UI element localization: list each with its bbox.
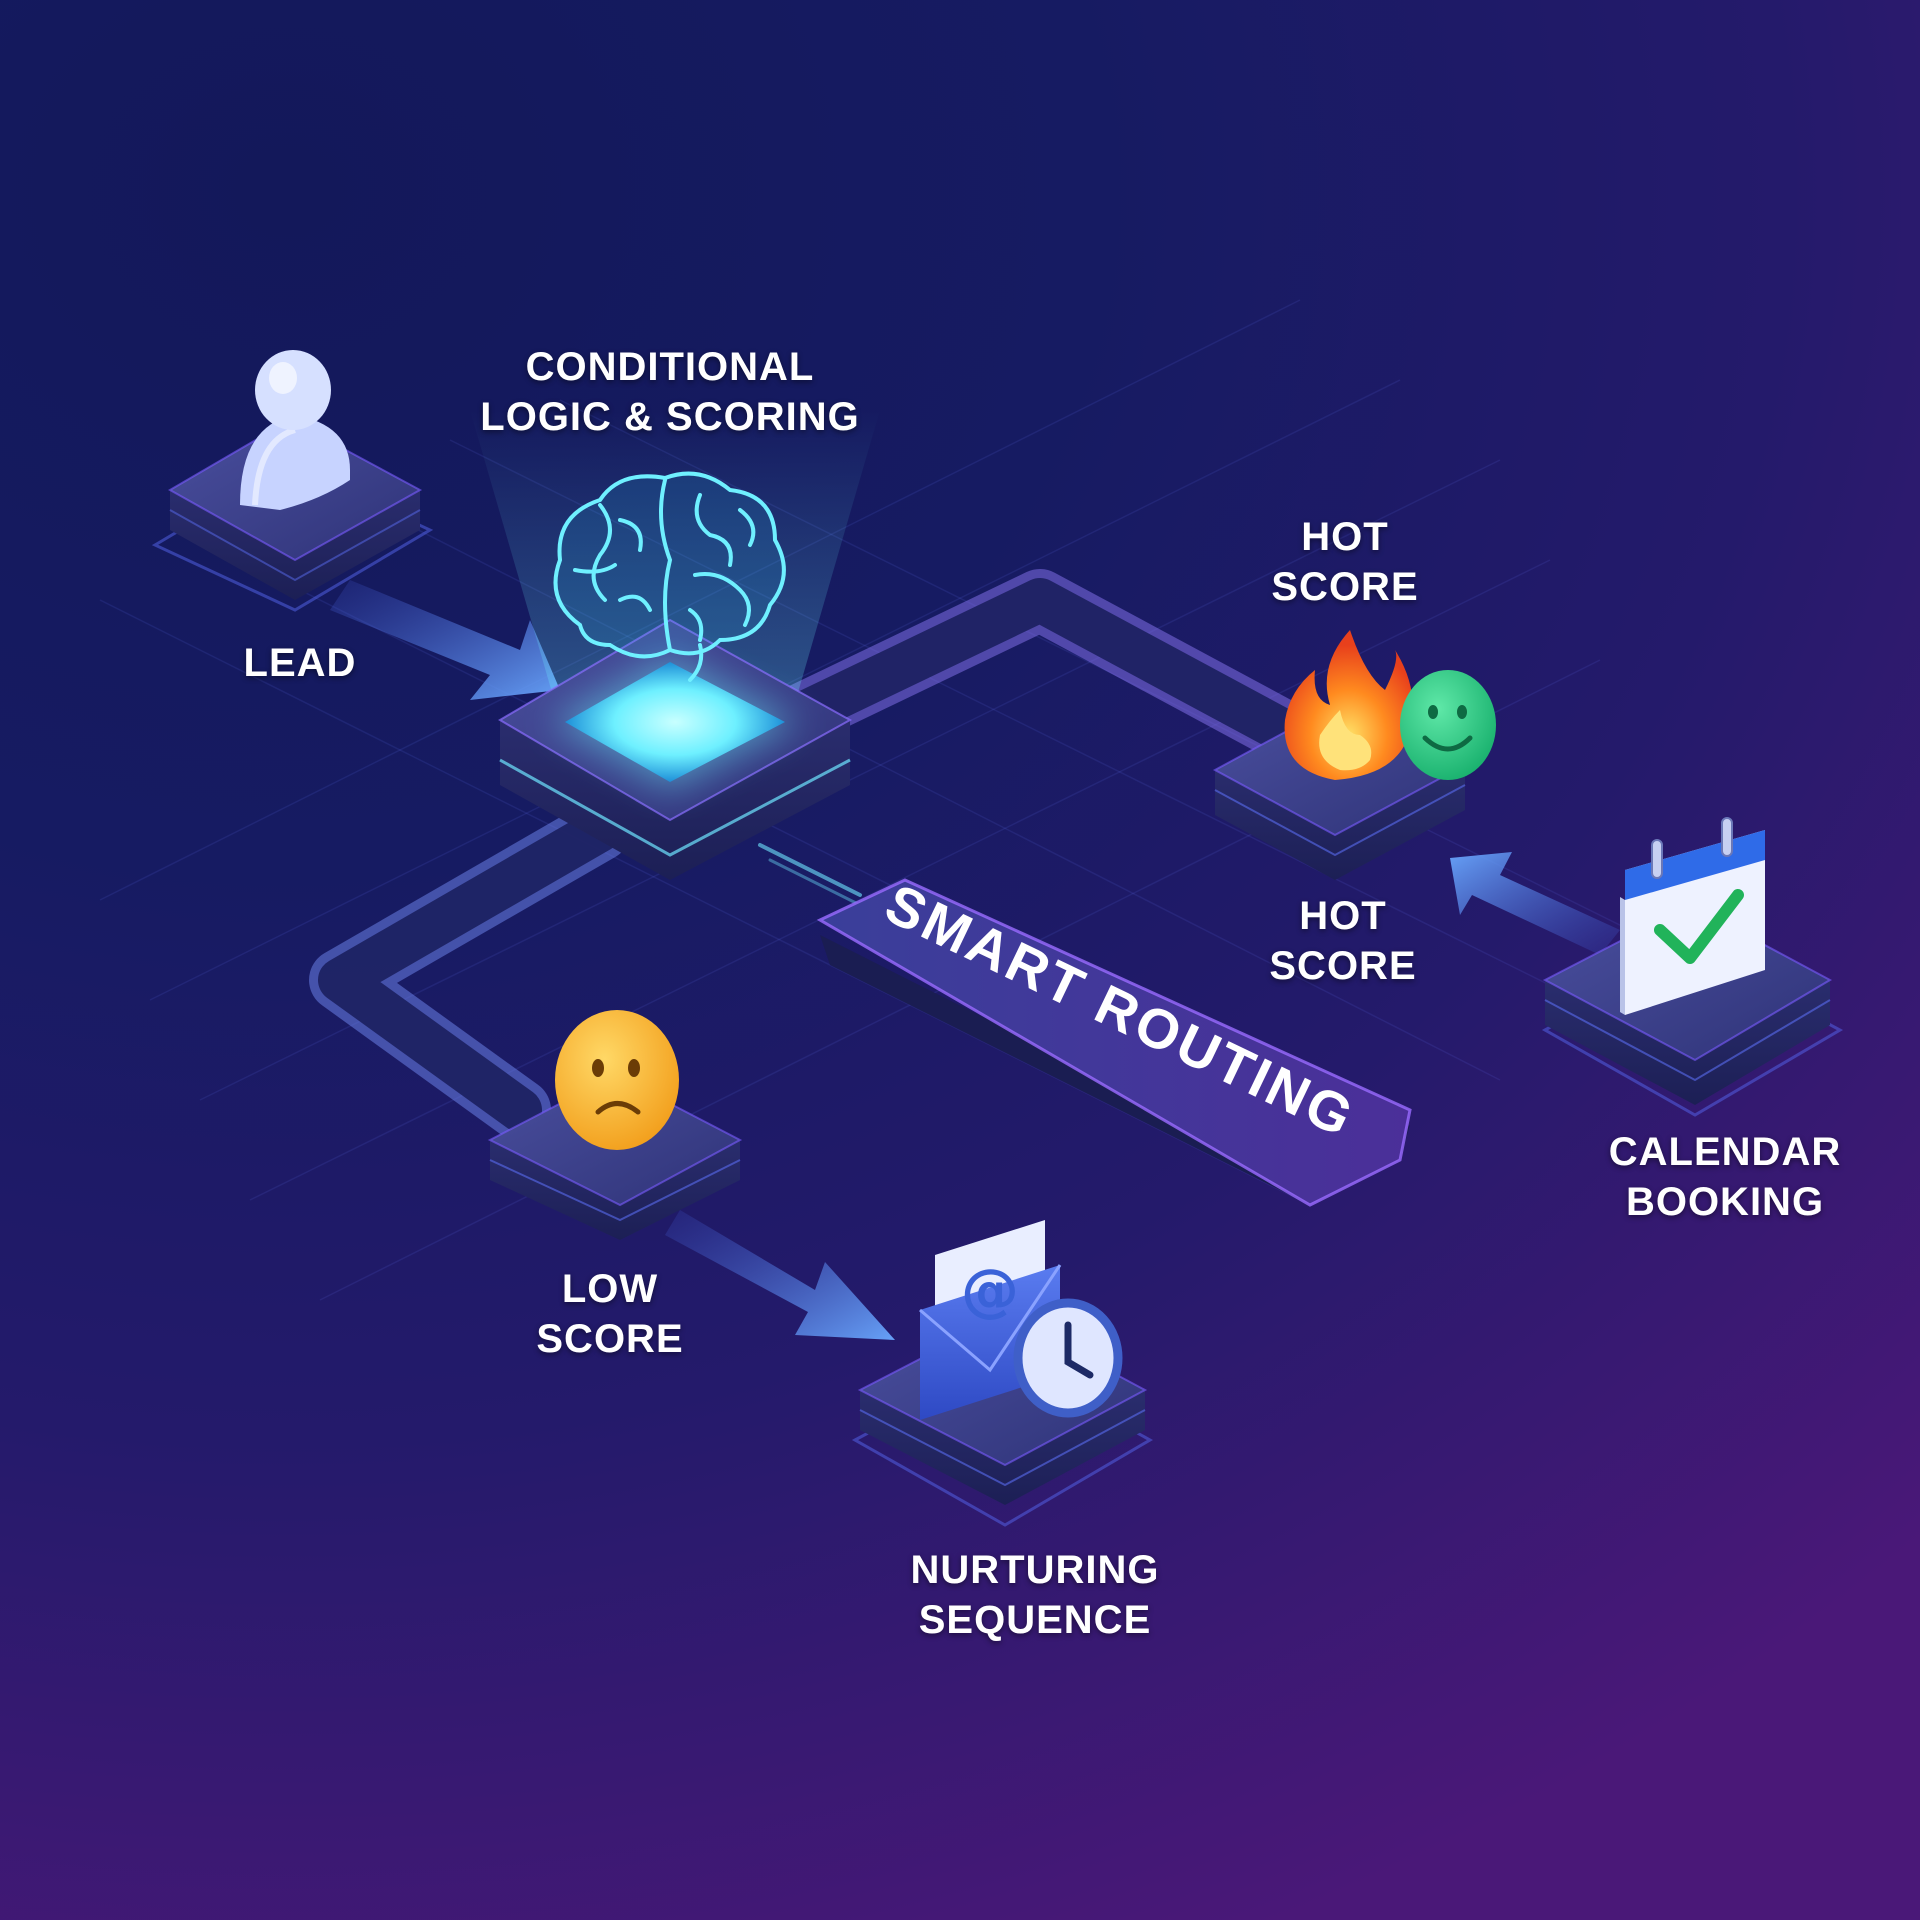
beam-light: [470, 410, 880, 720]
smart-routing-banner: [816, 878, 1412, 1207]
smiley-icon: [1400, 670, 1496, 780]
hot-score-top-label: HOT SCORE: [1271, 515, 1419, 609]
arrow-calendar-to-hot: [1450, 852, 1620, 955]
clock-icon: [1013, 1298, 1123, 1418]
brain-icon: [553, 471, 786, 682]
logic-platform: [498, 618, 853, 880]
route-paths: [309, 569, 1331, 1141]
fire-icon: [1284, 630, 1413, 780]
calendar-label: CALENDAR BOOKING: [1608, 1130, 1842, 1224]
nurturing-label: NURTURING SEQUENCE: [910, 1548, 1160, 1642]
sad-face-icon: [555, 1010, 679, 1150]
arrow-lead-to-logic: [330, 580, 560, 700]
calendar-check-icon: [1620, 817, 1765, 1015]
person-icon: [240, 350, 350, 510]
lead-label: LEAD: [243, 641, 357, 685]
arrow-low-to-nurturing: [665, 1210, 895, 1340]
svg-text:@: @: [961, 1256, 1019, 1324]
low-score-label: LOW SCORE: [536, 1267, 684, 1361]
logic-label: CONDITIONAL LOGIC & SCORING: [480, 345, 860, 439]
hot-score-bottom-label: HOT SCORE: [1269, 894, 1417, 988]
